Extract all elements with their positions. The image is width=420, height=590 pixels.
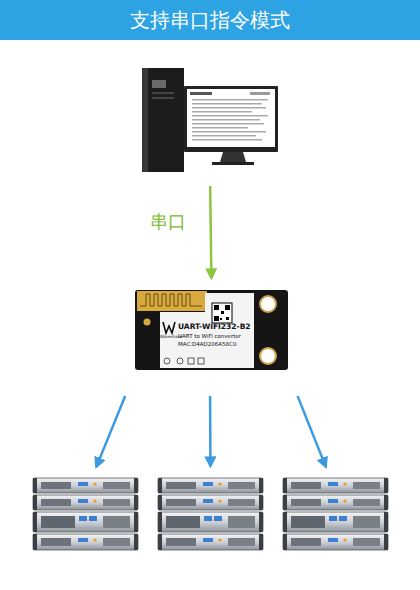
model-description: UART to WiFi converter	[178, 334, 241, 340]
computer-part	[192, 139, 262, 141]
wifi-module-part	[177, 358, 183, 364]
mac-address: MAC:D4AD206A58C0	[178, 342, 236, 348]
computer-part	[187, 89, 275, 147]
computer-part	[152, 97, 174, 99]
wifi-module-part	[226, 317, 229, 320]
computer-node	[140, 66, 280, 174]
wifi-module-node: UART-WIFI232-B2UART to WiFi converterMAC…	[135, 288, 288, 372]
wifi-module-part	[198, 358, 204, 364]
connector-arrow	[209, 396, 212, 466]
computer-part	[192, 135, 256, 137]
connector-arrow	[96, 396, 125, 467]
connector-label: 串口	[150, 213, 186, 231]
server-node	[283, 478, 388, 552]
computer-part	[192, 103, 262, 105]
wifi-module-part	[135, 290, 288, 370]
computer-part	[192, 127, 248, 129]
computer-part	[192, 107, 266, 109]
wifi-module-part	[225, 305, 230, 310]
wifi-module-part	[144, 319, 151, 326]
wifi-module-part	[188, 358, 194, 364]
wifi-module-part	[214, 305, 219, 310]
wifi-module-part	[212, 303, 232, 323]
wifi-module-part	[260, 296, 276, 312]
computer-part	[152, 80, 166, 88]
title-bar: 支持串口指令模式	[0, 0, 420, 40]
connector-arrow	[210, 186, 211, 278]
computer-part	[212, 162, 254, 165]
computer-part	[192, 115, 268, 117]
server-node	[33, 478, 138, 552]
computer	[142, 68, 278, 172]
wifi-module-part	[137, 291, 207, 311]
wifi-module-part	[220, 318, 222, 320]
computer-part	[152, 92, 174, 94]
computer-part	[192, 99, 268, 101]
title-text: 支持串口指令模式	[0, 0, 420, 40]
wifi-module-part	[214, 316, 219, 321]
connector-arrow	[298, 396, 326, 467]
server-rack	[158, 478, 263, 550]
computer-part	[220, 152, 246, 162]
wifi-module-part	[164, 358, 170, 364]
brand-name: Waveshare	[160, 335, 182, 339]
computer-part	[192, 123, 264, 125]
server-rack	[283, 478, 388, 550]
server-rack	[33, 478, 138, 550]
wifi-module-part	[160, 293, 254, 368]
computer-part	[190, 92, 212, 95]
wifi-module	[135, 290, 288, 370]
computer-part	[250, 92, 270, 95]
computer-part	[184, 86, 278, 152]
computer-part	[192, 131, 266, 133]
server-node	[158, 478, 263, 552]
wifi-module-part	[163, 322, 175, 333]
wifi-module-part	[221, 311, 224, 314]
model-name: UART-WIFI232-B2	[178, 323, 251, 331]
computer-part	[142, 68, 184, 172]
wifi-module-part	[140, 294, 202, 306]
computer-part	[192, 111, 252, 113]
wifi-module-part	[260, 348, 276, 364]
computer-part	[142, 68, 148, 172]
computer-part	[192, 119, 260, 121]
